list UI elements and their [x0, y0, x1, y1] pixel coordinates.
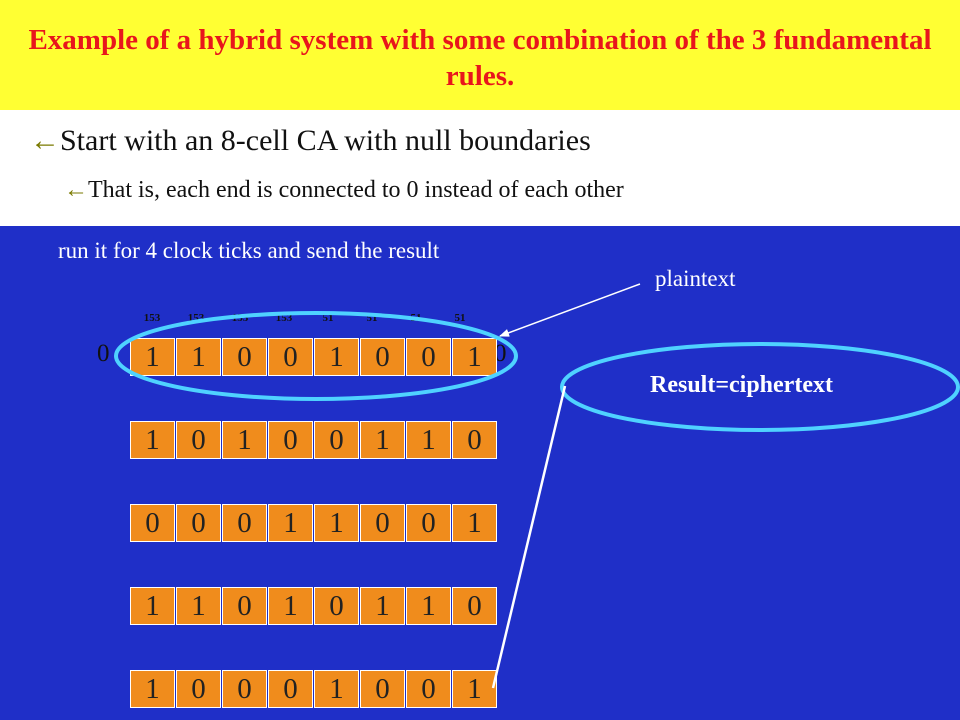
ca-cell: 0: [406, 338, 451, 376]
ca-cell: 1: [268, 504, 313, 542]
ca-cell: 1: [130, 670, 175, 708]
bullet-sub: ← That is, each end is connected to 0 in…: [64, 177, 624, 204]
ca-cell: 1: [176, 338, 221, 376]
ca-cell: 0: [314, 421, 359, 459]
bullet-arrow-icon: ←: [30, 124, 60, 157]
ca-row-tick-3: 1 1 0 1 0 1 1 0: [130, 587, 497, 625]
ca-cell: 0: [452, 421, 497, 459]
right-boundary-zero: 0: [494, 340, 507, 367]
plaintext-pointer-arrow: [499, 283, 641, 337]
plaintext-ellipse: [114, 311, 518, 401]
ca-cell: 0: [360, 670, 405, 708]
ca-cell: 1: [406, 587, 451, 625]
ca-cell: 0: [176, 670, 221, 708]
plaintext-label: plaintext: [655, 266, 736, 291]
ca-cell: 0: [222, 504, 267, 542]
ca-cell: 0: [268, 338, 313, 376]
ca-cell: 1: [176, 587, 221, 625]
bullet-main: ← Start with an 8-cell CA with null boun…: [30, 124, 591, 158]
rule-label: 51: [366, 312, 378, 324]
ca-cell: 1: [452, 670, 497, 708]
ca-cell: 0: [360, 338, 405, 376]
diagram-panel: [0, 226, 960, 720]
ca-cell: 1: [314, 504, 359, 542]
ca-cell: 0: [176, 504, 221, 542]
ca-row-plaintext: 1 1 0 0 1 0 0 1: [130, 338, 497, 376]
title-bar: Example of a hybrid system with some com…: [0, 0, 960, 110]
ca-cell: 1: [360, 421, 405, 459]
ca-cell: 1: [360, 587, 405, 625]
ca-cell: 0: [268, 670, 313, 708]
ca-cell: 1: [130, 421, 175, 459]
ca-cell: 1: [406, 421, 451, 459]
bullet-arrow-icon: ←: [64, 177, 88, 203]
ca-cell: 0: [452, 587, 497, 625]
ca-cell: 0: [222, 670, 267, 708]
ca-cell: 0: [406, 670, 451, 708]
ca-cell: 0: [406, 504, 451, 542]
ca-cell: 1: [130, 338, 175, 376]
run-instruction-text: run it for 4 clock ticks and send the re…: [58, 238, 440, 263]
ca-cell: 0: [222, 587, 267, 625]
ca-cell: 1: [452, 338, 497, 376]
ca-cell: 1: [268, 587, 313, 625]
rule-label: 153: [143, 312, 161, 324]
ca-row-tick-2: 0 0 0 1 1 0 0 1: [130, 504, 497, 542]
ca-cell: 0: [314, 587, 359, 625]
ca-cell: 1: [222, 421, 267, 459]
result-ciphertext-label: Result=ciphertext: [650, 372, 833, 398]
ca-cell: 0: [176, 421, 221, 459]
ca-cell: 1: [314, 338, 359, 376]
ciphertext-ellipse: [560, 342, 960, 432]
ca-cell: 1: [130, 587, 175, 625]
ca-cell: 0: [360, 504, 405, 542]
ca-cell: 0: [130, 504, 175, 542]
rule-label: 51: [454, 312, 466, 324]
left-boundary-zero: 0: [97, 340, 110, 367]
ca-row-ciphertext: 1 0 0 0 1 0 0 1: [130, 670, 497, 708]
ca-row-tick-1: 1 0 1 0 0 1 1 0: [130, 421, 497, 459]
bullet-sub-text: That is, each end is connected to 0 inst…: [88, 177, 624, 203]
ca-cell: 1: [314, 670, 359, 708]
bullet-main-text: Start with an 8-cell CA with null bounda…: [60, 124, 591, 157]
rule-label: 51: [322, 312, 334, 324]
slide-title: Example of a hybrid system with some com…: [28, 24, 932, 92]
ca-cell: 1: [452, 504, 497, 542]
ca-cell: 0: [268, 421, 313, 459]
ciphertext-connector-line: [491, 385, 567, 689]
ca-cell: 0: [222, 338, 267, 376]
